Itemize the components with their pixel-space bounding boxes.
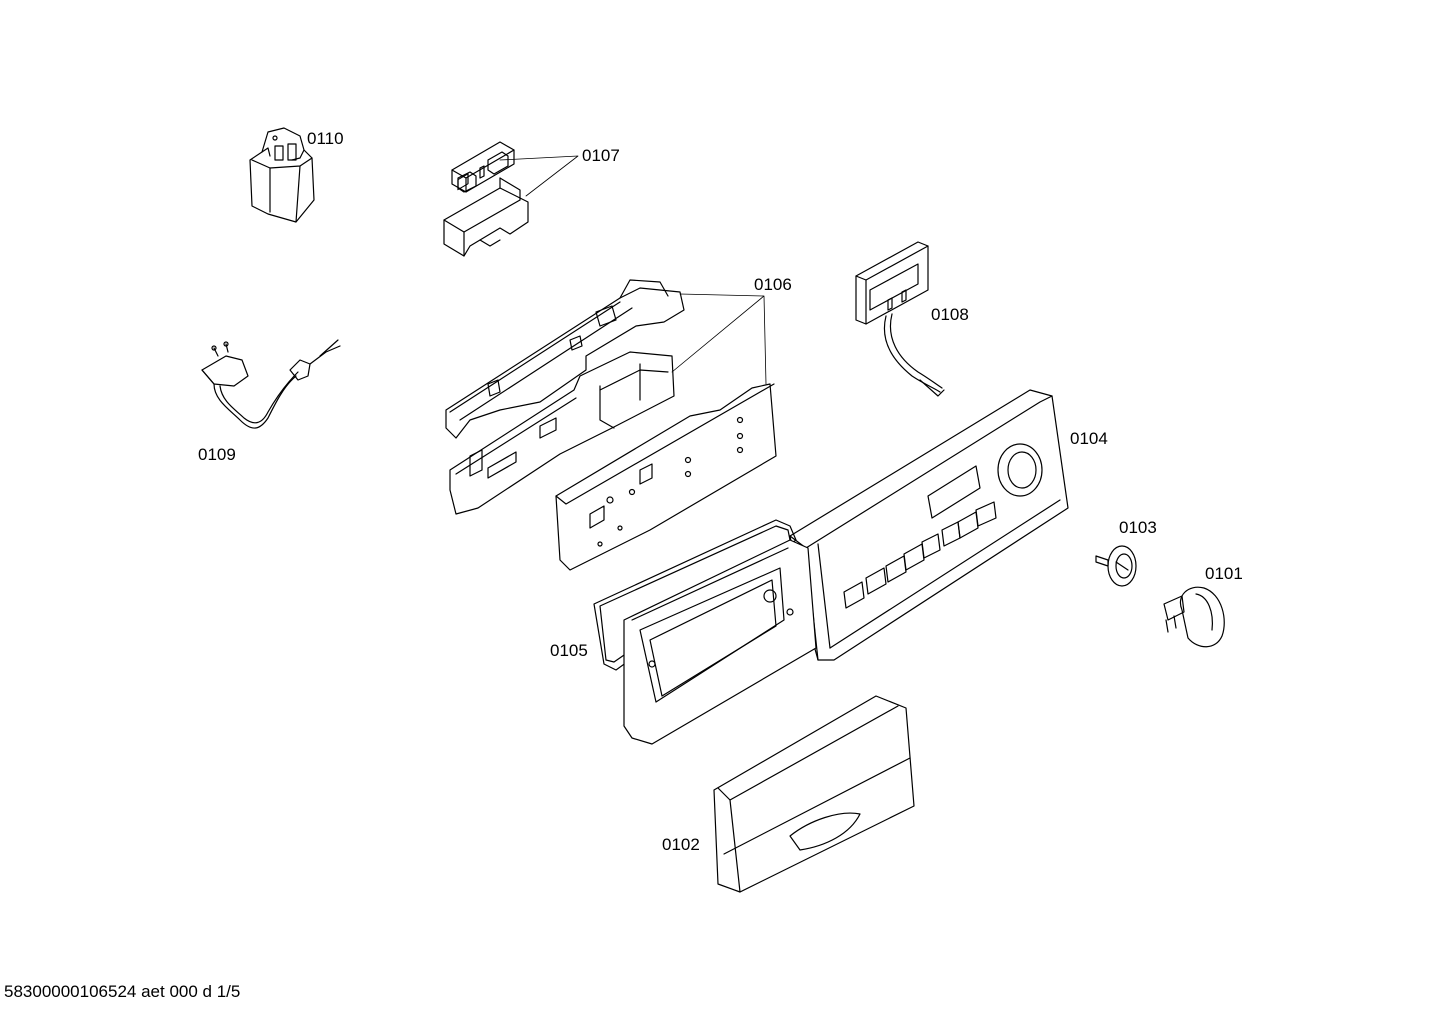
leader-0107 (499, 155, 579, 197)
leader-0106 (671, 293, 767, 385)
part-0104-drawing (789, 389, 1069, 661)
part-label-0109: 0109 (198, 445, 236, 464)
part-0107-drawing (443, 141, 529, 257)
part-label-0108: 0108 (931, 305, 969, 324)
part-0106-drawing (445, 279, 777, 571)
part-0110-drawing (249, 127, 315, 223)
document-code: 58300000106524 aet 000 d 1/5 (4, 982, 241, 1001)
part-label-0106: 0106 (754, 275, 792, 294)
part-0109-drawing (201, 339, 341, 429)
part-label-0104: 0104 (1070, 429, 1108, 448)
part-label-0101: 0101 (1205, 564, 1243, 583)
part-0105-drawing (593, 519, 817, 745)
part-0101-drawing (1163, 586, 1225, 648)
part-0108-drawing (855, 241, 945, 397)
part-label-0105: 0105 (550, 641, 588, 660)
part-0102-drawing (713, 695, 915, 893)
part-label-0102: 0102 (662, 835, 700, 854)
part-label-0110: 0110 (307, 129, 344, 148)
part-0103-drawing (1095, 545, 1137, 587)
part-label-0103: 0103 (1119, 518, 1157, 537)
part-label-0107: 0107 (582, 146, 620, 165)
